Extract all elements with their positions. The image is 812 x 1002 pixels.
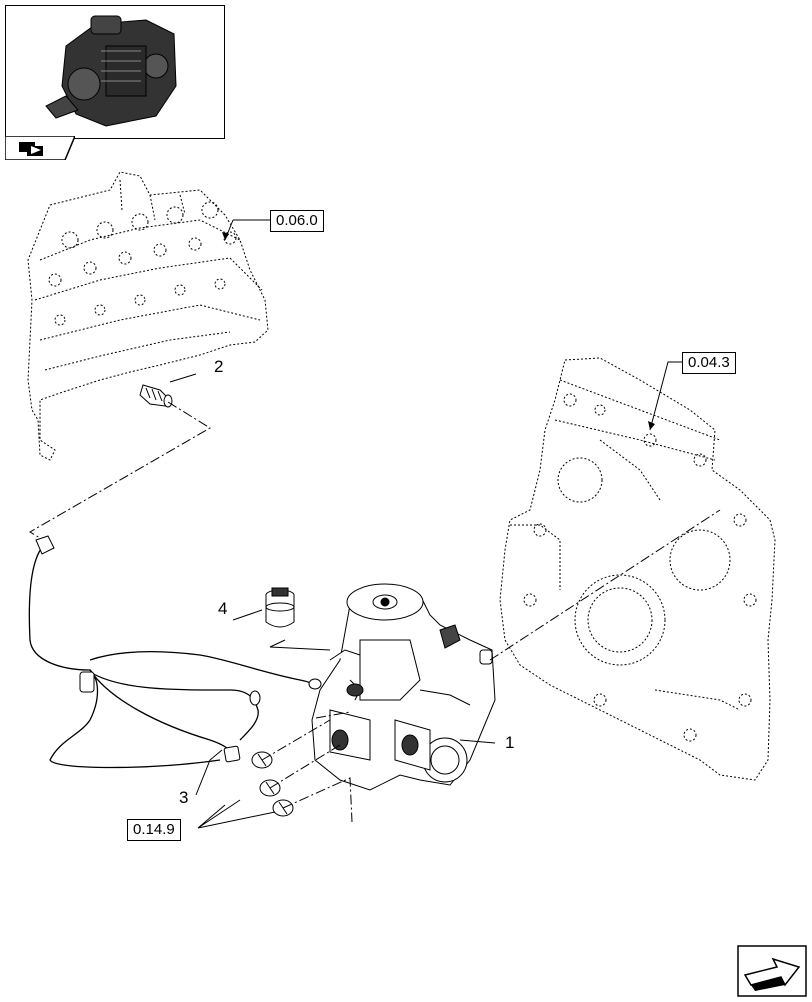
leader-sensor-harness — [29, 401, 211, 539]
temperature-sender-part — [139, 384, 173, 408]
reference-label: 0.06.0 — [276, 212, 318, 229]
callout-number: 3 — [179, 788, 189, 807]
back-tab[interactable] — [4, 135, 77, 161]
leader-lines — [261, 509, 721, 823]
engine-thumbnail — [5, 5, 225, 139]
harness-connectors — [35, 535, 322, 763]
reference-label: 0.14.9 — [133, 821, 175, 838]
callout-number: 2 — [214, 357, 224, 376]
reference-box-0-06-0[interactable]: 0.06.0 — [270, 210, 324, 232]
reference-box-0-14-9[interactable]: 0.14.9 — [127, 819, 181, 841]
injection-pump — [311, 583, 496, 791]
reference-label: 0.04.3 — [688, 354, 730, 371]
cap-part — [265, 587, 295, 628]
callout-number: 4 — [218, 599, 228, 618]
callout-number: 1 — [505, 733, 515, 752]
next-page-button[interactable] — [737, 945, 807, 997]
leader-arrowheads — [222, 232, 655, 430]
cylinder-head-outline — [27, 171, 269, 461]
arrow-back-icon — [19, 142, 43, 156]
wiring-harness — [28, 544, 319, 769]
arrow-next-icon — [743, 957, 801, 991]
label-leaders — [169, 219, 682, 829]
reference-box-0-04-3[interactable]: 0.04.3 — [682, 352, 736, 374]
front-cover-outline — [499, 357, 776, 781]
